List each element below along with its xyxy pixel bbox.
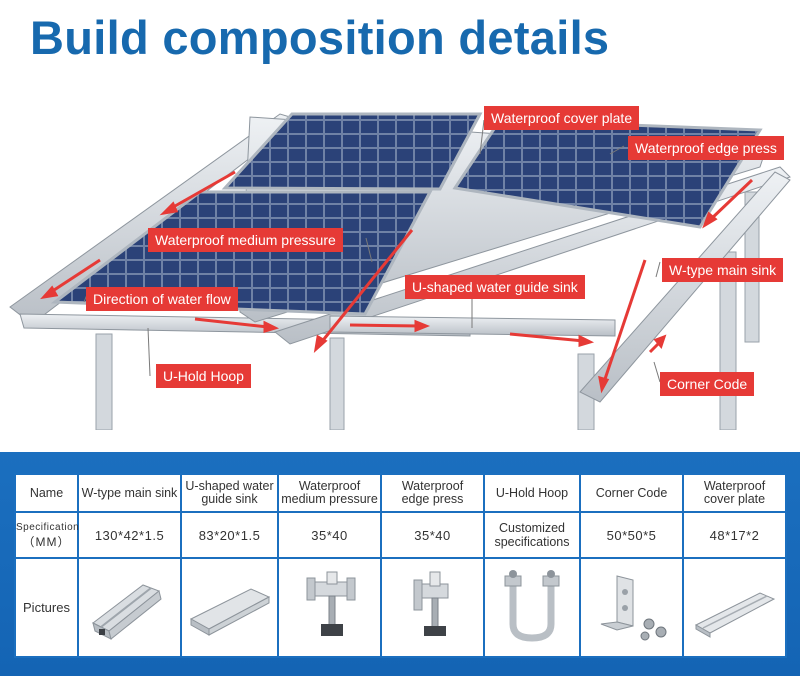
callout-u-shaped-water-guide-sink: U-shaped water guide sink <box>405 275 585 299</box>
callout-u-hold-hoop: U-Hold Hoop <box>156 364 251 388</box>
w-type-main-sink-image <box>91 583 162 640</box>
corner-code-image <box>600 574 666 640</box>
name-cell: Corner Code <box>579 473 684 513</box>
picture-cell <box>579 557 684 658</box>
callout-corner-code: Corner Code <box>660 372 755 396</box>
waterproof-cover-plate-image <box>694 591 775 638</box>
spec-cell: 35*40 <box>380 511 485 559</box>
waterproof-edge-press-image <box>413 571 448 636</box>
callout-waterproof-edge-press: Waterproof edge press <box>628 136 784 160</box>
page-title: Build composition details <box>30 11 610 64</box>
spec-cell: 83*20*1.5 <box>180 511 279 559</box>
waterproof-medium-pressure-image <box>306 571 355 636</box>
table-row-pictures: Pictures <box>14 557 787 658</box>
water-flow-arrows <box>40 170 754 394</box>
callout-waterproof-medium-pressure: Waterproof medium pressure <box>148 228 343 252</box>
spec-cell: 130*42*1.5 <box>77 511 182 559</box>
solar-structure-illustration <box>9 112 791 430</box>
row-header-name: Name <box>14 473 79 513</box>
picture-cell <box>483 557 581 658</box>
picture-cell <box>77 557 182 658</box>
picture-cell <box>380 557 485 658</box>
picture-cell <box>277 557 382 658</box>
row-header-specification: Specification（MM） <box>14 511 79 559</box>
table-row-specifications: Specification（MM） 130*42*1.5 83*20*1.5 3… <box>14 511 787 559</box>
row-header-pictures: Pictures <box>14 557 79 658</box>
spec-cell: 48*17*2 <box>682 511 787 559</box>
callout-waterproof-cover-plate: Waterproof cover plate <box>484 106 640 130</box>
u-shaped-water-guide-sink-image <box>189 587 270 636</box>
name-cell: W-type main sink <box>77 473 182 513</box>
name-cell: U-Hold Hoop <box>483 473 581 513</box>
callout-w-type-main-sink: W-type main sink <box>662 258 784 282</box>
spec-cell: 35*40 <box>277 511 382 559</box>
picture-cell <box>682 557 787 658</box>
u-hold-hoop-image <box>504 569 560 642</box>
spec-cell: 50*50*5 <box>579 511 684 559</box>
callout-direction-of-water-flow: Direction of water flow <box>86 287 238 311</box>
picture-cell <box>180 557 279 658</box>
